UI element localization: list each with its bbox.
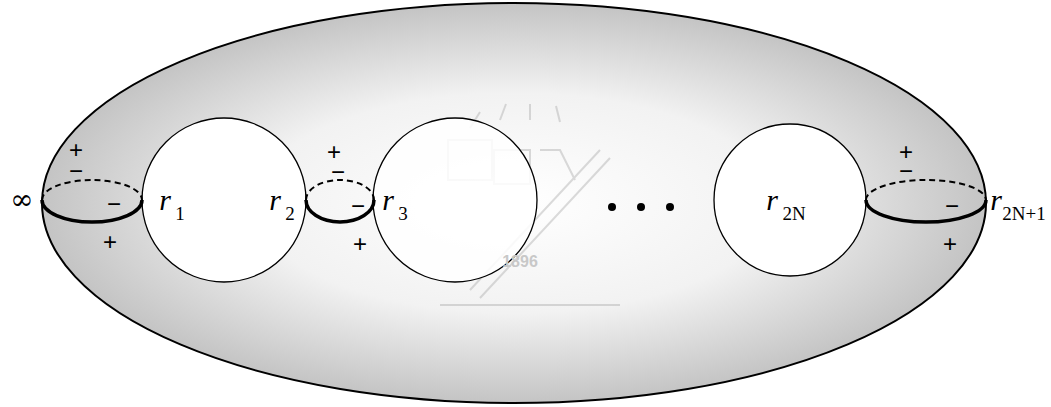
orientation-sign: − <box>69 159 83 183</box>
hole <box>142 118 306 282</box>
orientation-sign: + <box>943 232 957 256</box>
boundary-label: r <box>382 185 394 215</box>
watermark: 1896 <box>502 254 538 270</box>
orientation-sign: − <box>107 192 121 216</box>
orientation-sign: − <box>945 194 959 218</box>
label-subscript: 1 <box>175 204 185 223</box>
orientation-sign: + <box>353 232 367 256</box>
cut-cycles <box>42 180 986 222</box>
boundary-label: r <box>766 185 778 215</box>
surface-outline <box>42 3 986 403</box>
hole <box>373 118 537 282</box>
orientation-sign: − <box>899 159 913 183</box>
hole <box>714 124 866 276</box>
orientation-sign: − <box>351 194 365 218</box>
label-subscript: 3 <box>398 204 408 223</box>
orientation-sign: − <box>331 160 345 184</box>
label-subscript: 2N+1 <box>1002 204 1045 223</box>
orientation-sign: + <box>103 230 117 254</box>
label-subscript: 2N <box>782 204 805 223</box>
ellipsis-dots <box>608 203 674 211</box>
boundary-label: r <box>990 185 1002 215</box>
infinity-label: ∞ <box>10 186 33 214</box>
boundary-label: r <box>159 185 171 215</box>
boundary-label: r <box>269 185 281 215</box>
label-subscript: 2 <box>285 204 295 223</box>
